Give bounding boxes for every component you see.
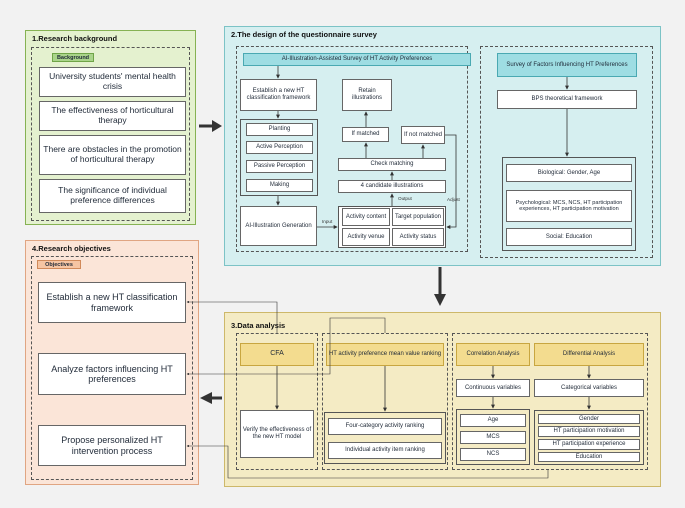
retain-illustrations-box: Retain illustrations (342, 79, 392, 111)
four-category-ranking-box: Four-category activity ranking (328, 418, 442, 435)
if-not-matched-box: If not matched (401, 126, 445, 144)
attr-activity-status: Activity status (392, 228, 444, 246)
background-item-obstacles: There are obstacles in the promotion of … (39, 135, 186, 175)
adjust-label: Adjust (447, 197, 460, 202)
categorical-variables-box: Categorical variables (534, 379, 644, 397)
differential-analysis-header: Differential Analysis (534, 343, 644, 366)
objective-factors: Analyze factors influencing HT preferenc… (38, 353, 186, 395)
objective-intervention: Propose personalized HT intervention pro… (38, 425, 186, 466)
attr-activity-content: Activity content (342, 208, 390, 226)
bps-framework-box: BPS theoretical framework (497, 90, 637, 109)
ai-survey-group (236, 46, 468, 252)
factors-survey-header: Survey of Factors Influencing HT Prefere… (497, 53, 637, 77)
background-item-mental-health: University students' mental health crisi… (39, 67, 186, 97)
cat-var-gender: Gender (538, 414, 640, 424)
individual-item-ranking-box: Individual activity item ranking (328, 442, 442, 459)
if-matched-box: If matched (342, 127, 389, 142)
cfa-group (236, 333, 318, 470)
objective-framework: Establish a new HT classification framew… (38, 282, 186, 323)
research-background-title: 1.Research background (32, 34, 118, 43)
cfa-header: CFA (240, 343, 314, 366)
background-tag: Background (52, 53, 94, 62)
continuous-variables-box: Continuous variables (456, 379, 530, 397)
data-analysis-title: 3.Data analysis (231, 321, 286, 330)
category-active-perception: Active Perception (246, 141, 313, 154)
biological-factors-box: Biological: Gender, Age (506, 164, 632, 182)
correlation-analysis-header: Correlation Analysis (456, 343, 530, 366)
psychological-factors-box: Psychological: MCS, NCS, HT participatio… (506, 190, 632, 222)
ai-survey-header: AI-Illustration-Assisted Survey of HT Ac… (243, 53, 471, 66)
ai-illustration-generation-box: AI-Illustration Generation (240, 206, 317, 246)
ranking-header: HT activity preference mean value rankin… (326, 343, 444, 366)
cont-var-ncs: NCS (460, 448, 526, 461)
attr-target-population: Target population (392, 208, 444, 226)
category-making: Making (246, 179, 313, 192)
categorical-vars-group (534, 410, 644, 465)
bps-factors-group (502, 157, 636, 251)
attr-activity-venue: Activity venue (342, 228, 390, 246)
analysis-group (452, 333, 648, 470)
cont-var-mcs: MCS (460, 431, 526, 444)
background-item-ht-effectiveness: The effectiveness of horticultural thera… (39, 101, 186, 131)
cont-var-age: Age (460, 414, 526, 427)
background-item-preference: The significance of individual preferenc… (39, 179, 186, 213)
candidate-illustrations-box: 4 candidate illustrations (338, 180, 446, 193)
research-objectives-title: 4.Research objectives (32, 244, 111, 253)
cat-var-education: Education (538, 452, 640, 462)
category-passive-perception: Passive Perception (246, 160, 313, 173)
establish-framework-box: Establish a new HT classification framew… (240, 79, 317, 111)
background-group (31, 47, 190, 221)
factors-survey-group (480, 46, 653, 258)
social-factors-box: Social: Education (506, 228, 632, 246)
categories-group (240, 119, 318, 196)
questionnaire-design-title: 2.The design of the questionnaire survey (231, 30, 377, 39)
cat-var-experience: HT participation experience (538, 439, 640, 450)
ranking-list-group (324, 412, 446, 464)
objectives-tag: Objectives (37, 260, 81, 269)
objectives-group (31, 256, 193, 480)
input-label: Input (322, 219, 333, 224)
check-matching-box: Check matching (338, 158, 446, 171)
verify-model-box: Verify the effectiveness of the new HT m… (240, 410, 314, 458)
continuous-vars-group (456, 409, 530, 465)
ranking-group (322, 333, 448, 470)
output-label: Output (398, 196, 412, 201)
category-planting: Planting (246, 123, 313, 136)
cat-var-motivation: HT participation motivation (538, 426, 640, 437)
